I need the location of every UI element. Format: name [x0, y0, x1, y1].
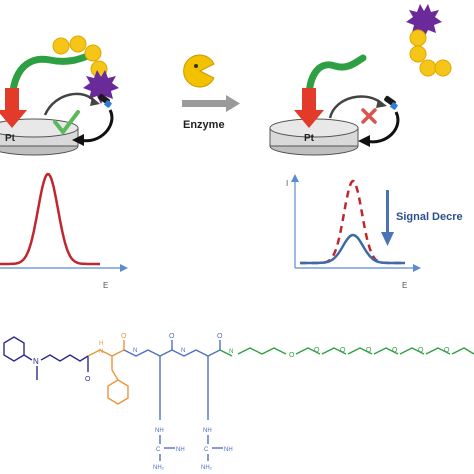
ether-o-1: O: [289, 352, 295, 359]
guanidine-nh2-1: NH₂: [153, 465, 165, 471]
carbonyl-o-2: O: [121, 333, 127, 340]
y-axis-label-right: I: [286, 179, 288, 188]
ether-o-5: O: [392, 347, 398, 354]
cross-icon: [361, 108, 377, 124]
amide-h-1: H: [99, 341, 103, 347]
enzyme-free-right: [406, 4, 442, 38]
signal-decrease-arrow: [381, 190, 394, 246]
carbonyl-o-4: O: [217, 333, 223, 340]
phenyl-ring-phe: [107, 379, 129, 405]
down-arrow-right: [294, 88, 324, 128]
signal-curve-left: [0, 172, 100, 266]
ether-o-7: O: [444, 347, 450, 354]
enzyme-bound-left: [83, 70, 119, 104]
guanidine-nh-3: NH: [203, 428, 212, 434]
amide-n-4: N: [229, 349, 233, 355]
n-methyl-n-label: N: [33, 357, 39, 366]
check-icon: [53, 110, 80, 134]
molecule-structure: N O H N O N O NH C NH NH₂ N O NH C: [3, 333, 474, 471]
phenyl-ring-n: [3, 336, 25, 362]
plot-right: I E Signal Decre: [286, 174, 463, 290]
signal-curve-after: [300, 233, 405, 265]
redox-tag-icon: [98, 93, 112, 108]
linker-strand-right: [305, 54, 367, 112]
electrode-right: Pt: [269, 118, 359, 156]
signal-decrease-label: Signal Decre: [396, 211, 463, 223]
peptide-beads-right: [409, 29, 452, 77]
guanidine-nh-4: NH: [224, 447, 233, 453]
curved-arrow-right-up: [328, 95, 383, 119]
ether-o-6: O: [418, 347, 424, 354]
curved-arrow-left-up: [43, 92, 97, 116]
amide-n-3: N: [181, 348, 185, 354]
amide-n-2: N: [133, 348, 137, 354]
ether-o-3: O: [340, 347, 346, 354]
amide-n-1: N: [99, 349, 103, 355]
guanidine-nh2-2: NH₂: [201, 465, 213, 471]
ether-o-2: O: [314, 347, 320, 354]
x-axis-label-right: E: [402, 281, 407, 290]
linker-strand-left: [9, 51, 94, 112]
enzyme-label: Enzyme: [183, 119, 225, 131]
pacman-icon: [183, 54, 215, 88]
reaction-arrow: [182, 95, 240, 112]
carbonyl-o-label: O: [85, 376, 91, 383]
guanidine-c-1: C: [156, 447, 161, 453]
carbonyl-o-3: O: [169, 333, 175, 340]
guanidine-nh-1: NH: [155, 428, 164, 434]
redox-tag-icon-right: [384, 95, 398, 110]
signal-curve-before: [300, 179, 405, 265]
guanidine-nh-2: NH: [176, 447, 185, 453]
curved-arrow-left-down: [79, 109, 114, 143]
x-axis-label-left: E: [103, 281, 108, 290]
plot-left: E: [0, 172, 128, 290]
curved-arrow-right-down: [365, 111, 400, 144]
electrode-label-right: Pt: [304, 133, 315, 144]
electrode-label: Pt: [5, 133, 16, 144]
down-arrow-left: [0, 88, 27, 128]
guanidine-c-2: C: [204, 447, 209, 453]
peg-chain-segment-1: [237, 347, 287, 355]
ether-o-4: O: [366, 347, 372, 354]
